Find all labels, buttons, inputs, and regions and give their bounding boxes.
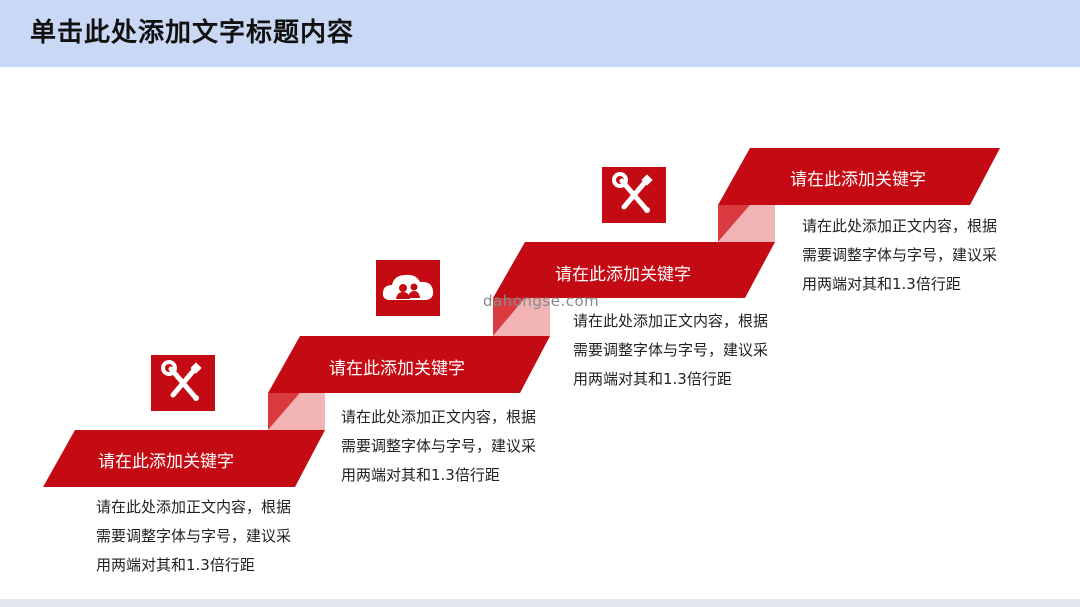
step-3-body: 请在此处添加正文内容，根据需要调整字体与字号，建议采用两端对其和1.3倍行距 — [573, 312, 769, 388]
cloud-people-icon — [376, 260, 440, 316]
step-1-body: 请在此处添加正文内容，根据需要调整字体与字号，建议采用两端对其和1.3倍行距 — [96, 498, 292, 574]
footer-bar — [0, 599, 1080, 607]
step-2-band — [268, 336, 550, 393]
step-4-keyword: 请在此添加关键字 — [790, 170, 926, 190]
step-3-band — [493, 242, 775, 298]
watermark: dahongse.com — [483, 292, 600, 310]
step-3-riser-light — [718, 205, 775, 242]
step-2-keyword: 请在此添加关键字 — [329, 359, 465, 379]
step-1-keyword: 请在此添加关键字 — [98, 452, 234, 472]
header-bar: 单击此处添加文字标题内容 — [0, 0, 1080, 67]
step-3-keyword: 请在此添加关键字 — [555, 265, 691, 285]
step-1-riser-light — [268, 393, 325, 430]
step-4-band — [718, 148, 1000, 205]
tools-icon — [602, 167, 666, 223]
step-4-body: 请在此处添加正文内容，根据需要调整字体与字号，建议采用两端对其和1.3倍行距 — [802, 217, 998, 293]
tools-icon — [151, 355, 215, 411]
step-2-riser-light — [493, 298, 550, 336]
step-2-body: 请在此处添加正文内容，根据需要调整字体与字号，建议采用两端对其和1.3倍行距 — [341, 408, 537, 484]
step-1-band — [43, 430, 325, 487]
page-title: 单击此处添加文字标题内容 — [30, 18, 355, 48]
